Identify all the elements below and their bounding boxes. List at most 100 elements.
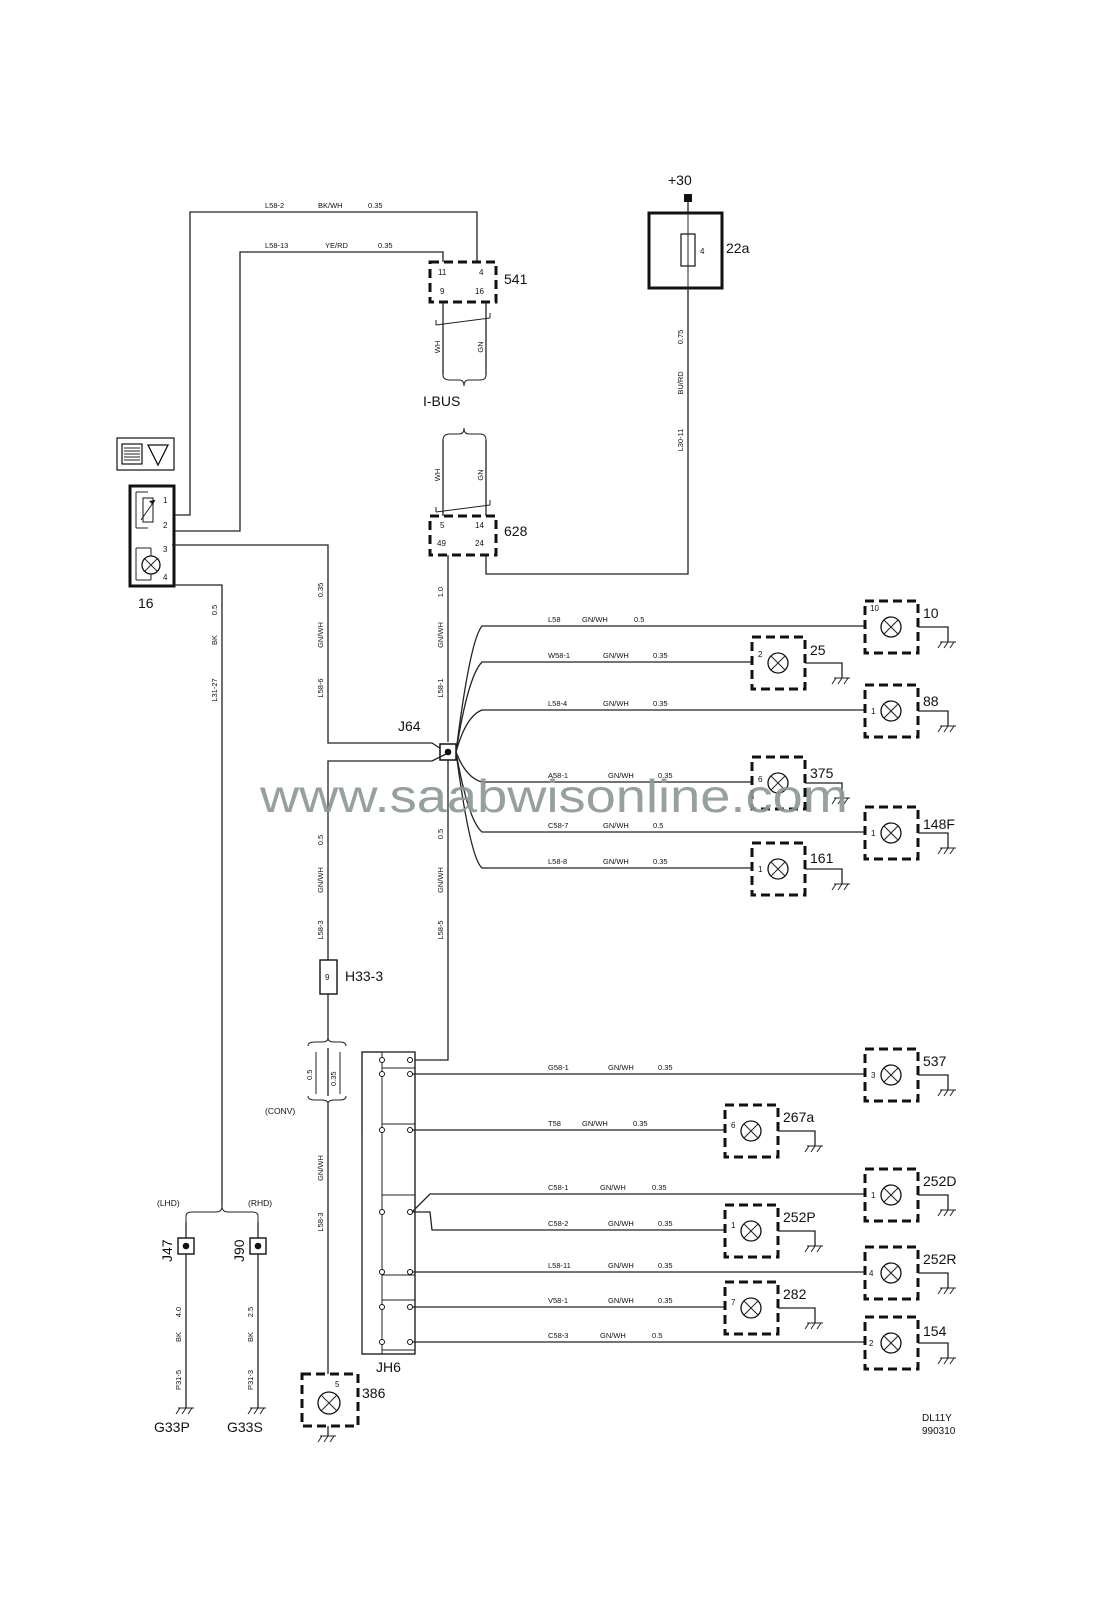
svg-text:GN/WH: GN/WH (608, 771, 634, 780)
svg-text:GN/WH: GN/WH (316, 622, 325, 648)
connector-h33-3: 9 H33-3 (319, 959, 383, 1040)
svg-text:J90: J90 (231, 1239, 247, 1262)
svg-text:1.0: 1.0 (436, 587, 445, 597)
svg-text:3: 3 (871, 1071, 876, 1080)
svg-text:4: 4 (700, 247, 705, 256)
svg-text:L31-27: L31-27 (210, 678, 219, 701)
svg-text:154: 154 (923, 1323, 947, 1339)
j64-branch-25: W58-1 GN/WH 0.35 (455, 651, 752, 753)
svg-text:0.35: 0.35 (368, 201, 383, 210)
svg-text:16: 16 (475, 287, 484, 296)
svg-text:L58-8: L58-8 (548, 857, 567, 866)
svg-text:P31-3: P31-3 (246, 1370, 255, 1390)
svg-text:1: 1 (163, 496, 168, 505)
ground-branch: (LHD) (RHD) (157, 1198, 272, 1222)
lamp-10: 10 10 (863, 599, 956, 655)
svg-text:5: 5 (335, 1380, 340, 1389)
wire-l58-3-upper: 0.5 GN/WH L58-3 (316, 753, 447, 960)
svg-text:148F: 148F (923, 816, 955, 832)
svg-text:0.35: 0.35 (658, 1219, 673, 1228)
svg-text:252P: 252P (783, 1209, 816, 1225)
svg-text:C58-2: C58-2 (548, 1219, 568, 1228)
svg-text:GN/WH: GN/WH (603, 699, 629, 708)
jh6-branch-252d: C58-1 GN/WH 0.35 (411, 1183, 865, 1213)
svg-text:GN/WH: GN/WH (608, 1219, 634, 1228)
svg-text:0.35: 0.35 (658, 1296, 673, 1305)
lamp-267a: 6 267a (723, 1103, 823, 1159)
svg-text:0.5: 0.5 (634, 615, 644, 624)
svg-text:BU/RD: BU/RD (676, 371, 685, 395)
svg-text:4.0: 4.0 (174, 1307, 183, 1317)
component-16: 1 2 3 4 16 (116, 437, 176, 611)
drawing-id: DL11Y 990310 (922, 1413, 956, 1437)
lamp-161: 1 161 (750, 841, 850, 897)
svg-text:GN: GN (476, 469, 485, 480)
j64-branch-148f: C58-7 GN/WH 0.5 (455, 751, 865, 833)
j64-branch-375: A58-1 GN/WH 0.35 (455, 751, 752, 783)
jh6-branch-154: C58-3 GN/WH 0.5 (412, 1331, 865, 1343)
svg-text:1: 1 (871, 707, 876, 716)
lamp-148f: 1 148F (863, 805, 956, 861)
svg-text:JH6: JH6 (376, 1359, 401, 1375)
svg-text:267a: 267a (783, 1109, 814, 1125)
svg-text:1: 1 (871, 1191, 876, 1200)
svg-text:9: 9 (325, 973, 330, 982)
svg-text:G58-1: G58-1 (548, 1063, 569, 1072)
svg-text:GN/WH: GN/WH (600, 1183, 626, 1192)
svg-text:C58-7: C58-7 (548, 821, 568, 830)
wire-l30-11: 0.75 BU/RD L30-11 (485, 288, 689, 575)
svg-text:4: 4 (163, 573, 168, 582)
j64-branch-10: L58 GN/WH 0.5 (455, 615, 865, 753)
svg-text:GN/WH: GN/WH (582, 615, 608, 624)
svg-text:0.5: 0.5 (652, 1331, 662, 1340)
lamp-252p: 1 252P (723, 1203, 823, 1259)
connector-541: 11 4 9 16 541 (428, 260, 528, 304)
svg-text:GN/WH: GN/WH (608, 1063, 634, 1072)
ground-j90: J90 2.5 BK P31-3 G33S (227, 1222, 267, 1435)
svg-text:0.35: 0.35 (329, 1071, 338, 1086)
svg-text:0.35: 0.35 (658, 1063, 673, 1072)
svg-text:BK: BK (246, 1332, 255, 1342)
svg-text:(CONV): (CONV) (265, 1106, 295, 1116)
svg-text:0.35: 0.35 (378, 241, 393, 250)
splice-block-jh6: JH6 (361, 1051, 416, 1375)
ground-j47: J47 4.0 BK P31-5 G33P (154, 1222, 195, 1435)
svg-text:L58-4: L58-4 (548, 699, 567, 708)
svg-text:5: 5 (440, 521, 445, 530)
svg-text:0.35: 0.35 (653, 651, 668, 660)
lamp-25: 2 25 (750, 635, 850, 691)
svg-text:24: 24 (475, 539, 484, 548)
conv-option: 0.5 0.35 (CONV) (265, 1037, 347, 1116)
svg-text:0.35: 0.35 (658, 1261, 673, 1270)
svg-text:GN/WH: GN/WH (603, 821, 629, 830)
wire-l58-3-lower: GN/WH L58-3 (316, 1104, 329, 1374)
svg-text:0.35: 0.35 (316, 583, 325, 598)
svg-text:375: 375 (810, 765, 834, 781)
wire-l58-13: L58-13 YE/RD 0.35 (172, 241, 444, 532)
svg-text:L58-13: L58-13 (265, 241, 288, 250)
svg-text:C58-1: C58-1 (548, 1183, 568, 1192)
svg-text:WH: WH (433, 341, 442, 354)
svg-text:0.35: 0.35 (658, 771, 673, 780)
svg-text:V58-1: V58-1 (548, 1296, 568, 1305)
svg-text:0.35: 0.35 (652, 1183, 667, 1192)
lamp-386: 5 386 (300, 1372, 386, 1443)
wire-l58-5: 0.5 GN/WH L58-5 (415, 760, 449, 1061)
lamp-252r: 4 252R (863, 1245, 956, 1301)
svg-text:10: 10 (870, 604, 879, 613)
wire-l58-6: 0.35 GN/WH L58-6 (172, 544, 447, 753)
jh6-branch-537: G58-1 GN/WH 0.35 (412, 1063, 865, 1075)
svg-text:H33-3: H33-3 (345, 968, 383, 984)
svg-text:10: 10 (923, 605, 939, 621)
svg-text:0.5: 0.5 (653, 821, 663, 830)
svg-text:14: 14 (475, 521, 484, 530)
svg-text:GN/WH: GN/WH (582, 1119, 608, 1128)
svg-text:2: 2 (869, 1339, 874, 1348)
svg-text:(LHD): (LHD) (157, 1198, 180, 1208)
svg-text:GN/WH: GN/WH (600, 1331, 626, 1340)
svg-text:1: 1 (871, 829, 876, 838)
svg-text:L58-3: L58-3 (316, 1212, 325, 1231)
svg-text:0.5: 0.5 (316, 835, 325, 845)
jh6-branch-282: V58-1 GN/WH 0.35 (412, 1296, 725, 1308)
svg-text:W58-1: W58-1 (548, 651, 570, 660)
